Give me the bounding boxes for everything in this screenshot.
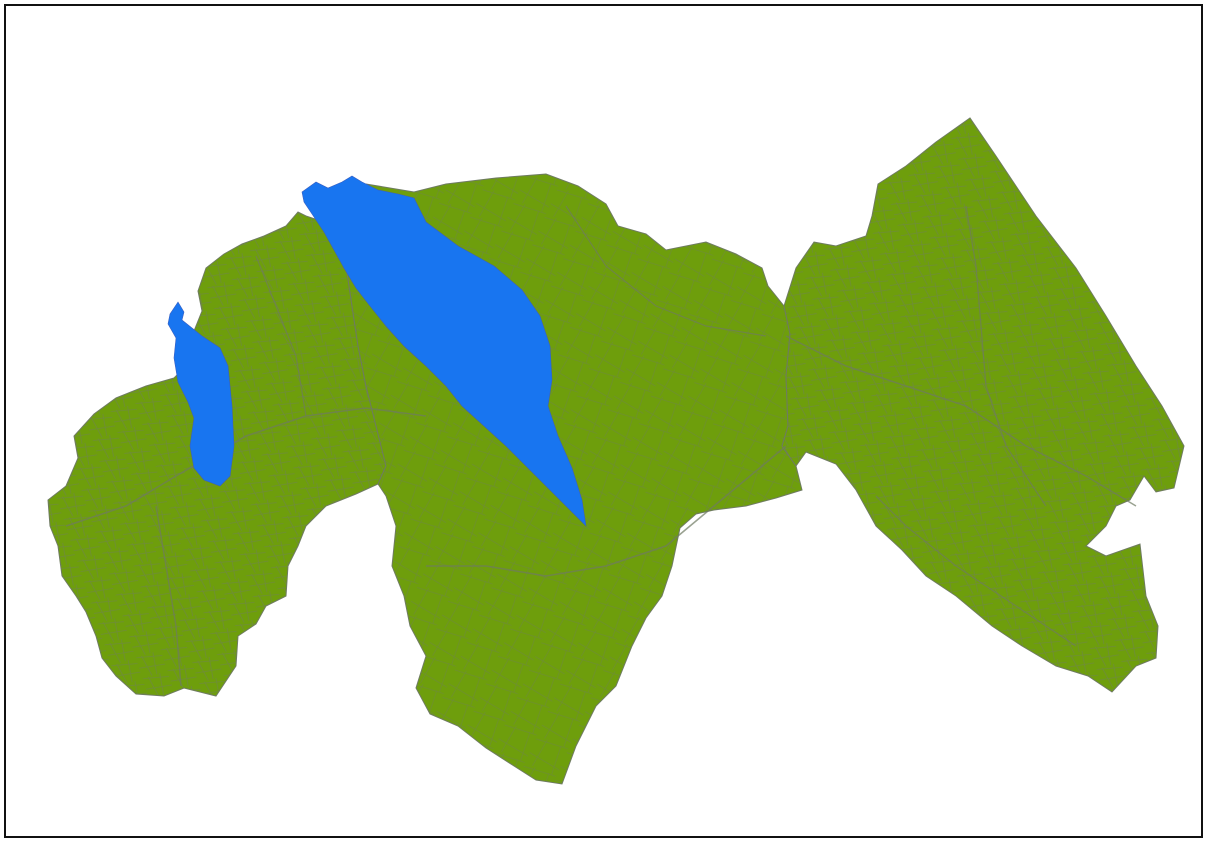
land-region-east: [781, 117, 1185, 693]
water-zone-central: [301, 175, 587, 527]
road-network: [65, 205, 1137, 687]
map-canvas: [47, 117, 1185, 785]
map-frame: [4, 4, 1203, 838]
water-zone-west: [167, 301, 235, 487]
